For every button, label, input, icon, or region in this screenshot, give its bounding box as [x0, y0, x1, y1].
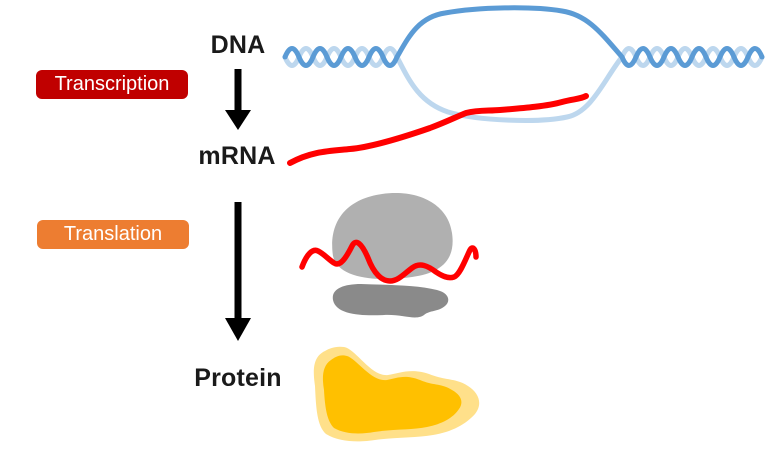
mrna-strand [287, 93, 589, 166]
protein-inner-blob [322, 355, 462, 434]
mrna-label: mRNA [198, 142, 276, 170]
translation-arrow-head [225, 318, 251, 341]
transcription-arrow-head [225, 110, 251, 130]
ribosome-large-subunit [332, 193, 453, 280]
dna-helix-dark-strand [282, 5, 765, 68]
protein-label: Protein [194, 364, 282, 392]
ribosome-mrna-strand [299, 239, 479, 284]
dna-label: DNA [210, 31, 266, 59]
translation-badge: Translation [37, 220, 189, 249]
ribosome-small-subunit [332, 284, 449, 318]
dna-helix-light-strand [282, 46, 765, 123]
transcription-badge: Transcription [36, 70, 188, 99]
